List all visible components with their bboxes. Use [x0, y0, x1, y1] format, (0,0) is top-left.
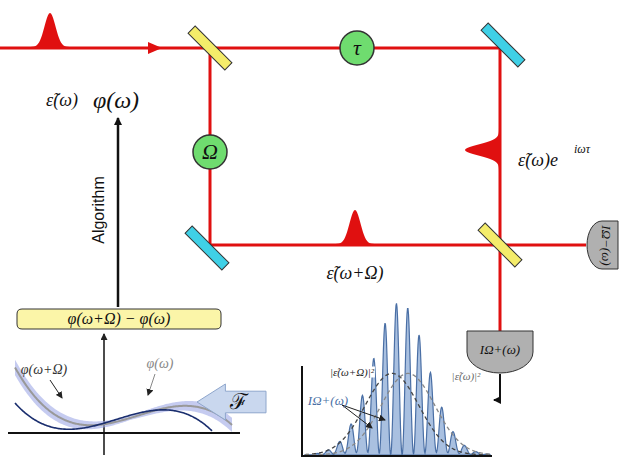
algorithm-label: Algorithm — [91, 176, 107, 244]
detector: IΩ+(ω) — [466, 330, 534, 374]
delay-element: τ — [339, 30, 375, 66]
node-label: τ — [353, 37, 361, 59]
curve-label: φ(ω+Ω) — [21, 363, 68, 377]
curve-label: φ(ω) — [147, 357, 174, 371]
algorithm-arrow — [117, 118, 120, 307]
fourier-arrow: ℱ — [196, 384, 266, 420]
pulse — [333, 210, 377, 244]
envelope-label: |ε̃(ω+Ω)|² — [329, 367, 375, 378]
field-label: ε̃(ω)e — [518, 151, 558, 169]
node-label: Ω — [202, 141, 218, 163]
phase-difference-box: φ(ω+Ω) − φ(ω) — [16, 308, 222, 330]
beam-arrow — [148, 42, 162, 54]
beamsplitter — [188, 26, 522, 267]
spectrum-plot — [302, 303, 492, 456]
pulse — [465, 128, 499, 172]
node-label: IΩ−(ω) — [600, 225, 613, 265]
beam-paths — [0, 48, 586, 332]
phase-label: φ(ω) — [93, 88, 139, 112]
field-label: ε̃(ω+Ω) — [326, 264, 385, 282]
signal-arrow — [494, 374, 500, 400]
detector: IΩ−(ω) — [586, 220, 618, 270]
node-label: φ(ω+Ω) − φ(ω) — [68, 311, 171, 327]
envelope-label: |ε̃(ω)|² — [451, 371, 482, 382]
field-exponent: iωτ — [574, 143, 590, 155]
node-label: ℱ — [230, 391, 248, 413]
field-label: ε̃(ω) — [46, 91, 78, 109]
phase-plot — [8, 334, 240, 455]
signal-label: IΩ+(ω) — [308, 394, 348, 407]
node-label: IΩ+(ω) — [480, 343, 520, 356]
pulse — [28, 13, 72, 47]
mirror — [185, 23, 525, 270]
phase-modulator: Ω — [192, 134, 228, 170]
